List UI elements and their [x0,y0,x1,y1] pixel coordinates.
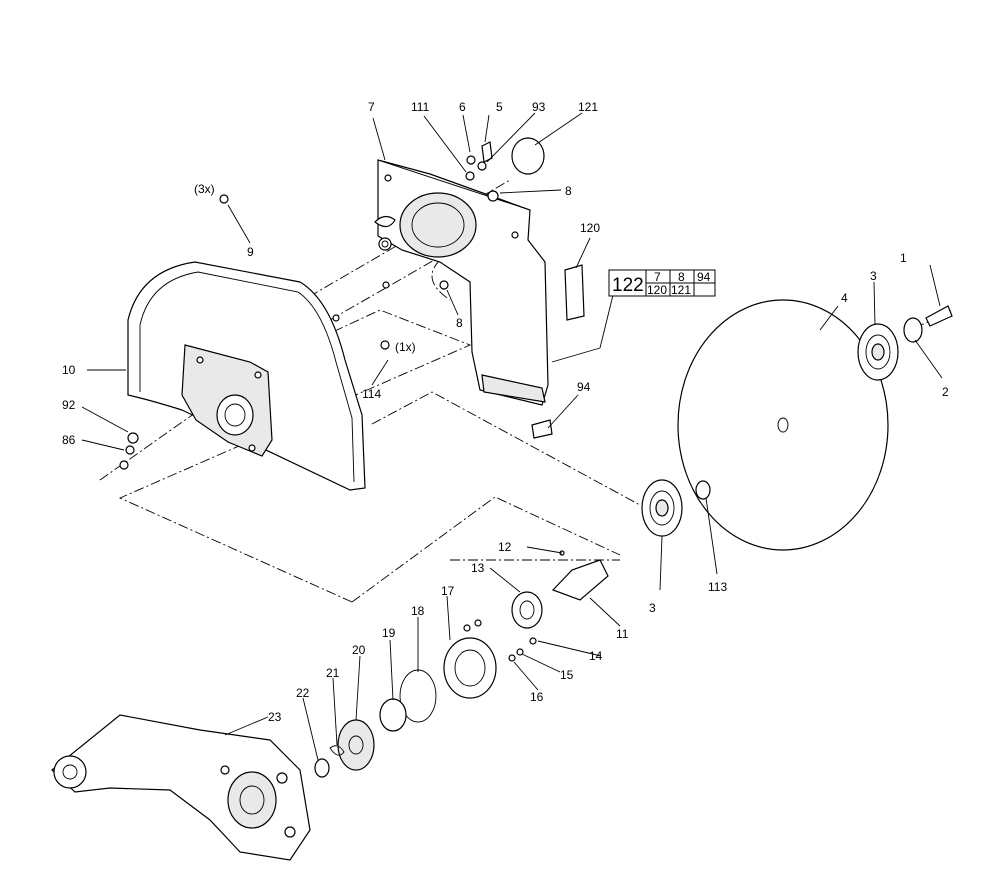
callout-18: 18 [411,604,425,618]
guard-hardware [119,137,585,470]
callout-113: 113 [708,580,727,594]
callout-23: 23 [268,710,282,724]
callout-8-lower: 8 [456,316,463,330]
callout-19: 19 [382,626,396,640]
kit-number: 122 [612,275,644,296]
callout-21: 21 [326,666,340,680]
kit-cell-r2-c1: 120 [647,283,667,297]
callout-16: 16 [530,690,544,704]
callout-1: 1 [900,251,907,265]
outer-flange-part [857,305,953,381]
spindle-part [314,550,609,778]
callout-3-outer: 3 [870,269,877,283]
callout-22: 22 [296,686,310,700]
callout-93: 93 [532,100,546,114]
callout-15: 15 [560,668,574,682]
blade-part [677,299,889,551]
kit-table: 122 7 8 94 120 121 [608,269,716,297]
callout-111: 111 [411,100,430,114]
leader-lines [81,112,943,761]
callout-2: 2 [942,385,949,399]
callout-11: 11 [616,627,629,641]
kit-cell-r2-c2: 121 [671,283,691,297]
callout-20: 20 [352,643,366,657]
qty-note-1x: (1x) [395,340,416,354]
callout-17: 17 [441,584,455,598]
callout-4: 4 [841,291,848,305]
callout-8-upper: 8 [565,184,572,198]
callout-7: 7 [368,100,375,114]
gear-case-part [51,714,311,861]
kit-cell-r1-c1: 7 [654,270,661,284]
callout-9: 9 [247,245,254,259]
lower-guard-part [127,261,366,491]
callout-14: 14 [589,649,603,663]
callout-5: 5 [496,100,503,114]
callout-12: 12 [498,540,512,554]
callout-6: 6 [459,100,466,114]
callout-13: 13 [471,561,485,575]
callout-120: 120 [580,221,600,235]
qty-note-3x: (3x) [194,182,215,196]
callout-86: 86 [62,433,76,447]
callout-92: 92 [62,398,76,412]
inner-flange-part [641,479,711,537]
upper-guard-part [374,159,549,406]
callout-114: 114 [362,387,381,401]
kit-cell-r1-c2: 8 [678,270,685,284]
callout-labels: 1 2 3 3 4 5 6 7 8 8 9 10 11 12 13 14 15 … [62,100,949,724]
callout-10: 10 [62,363,76,377]
callout-94: 94 [577,380,591,394]
callout-121: 121 [578,100,598,114]
kit-cell-r1-c3: 94 [697,270,711,284]
callout-3-inner: 3 [649,601,656,615]
